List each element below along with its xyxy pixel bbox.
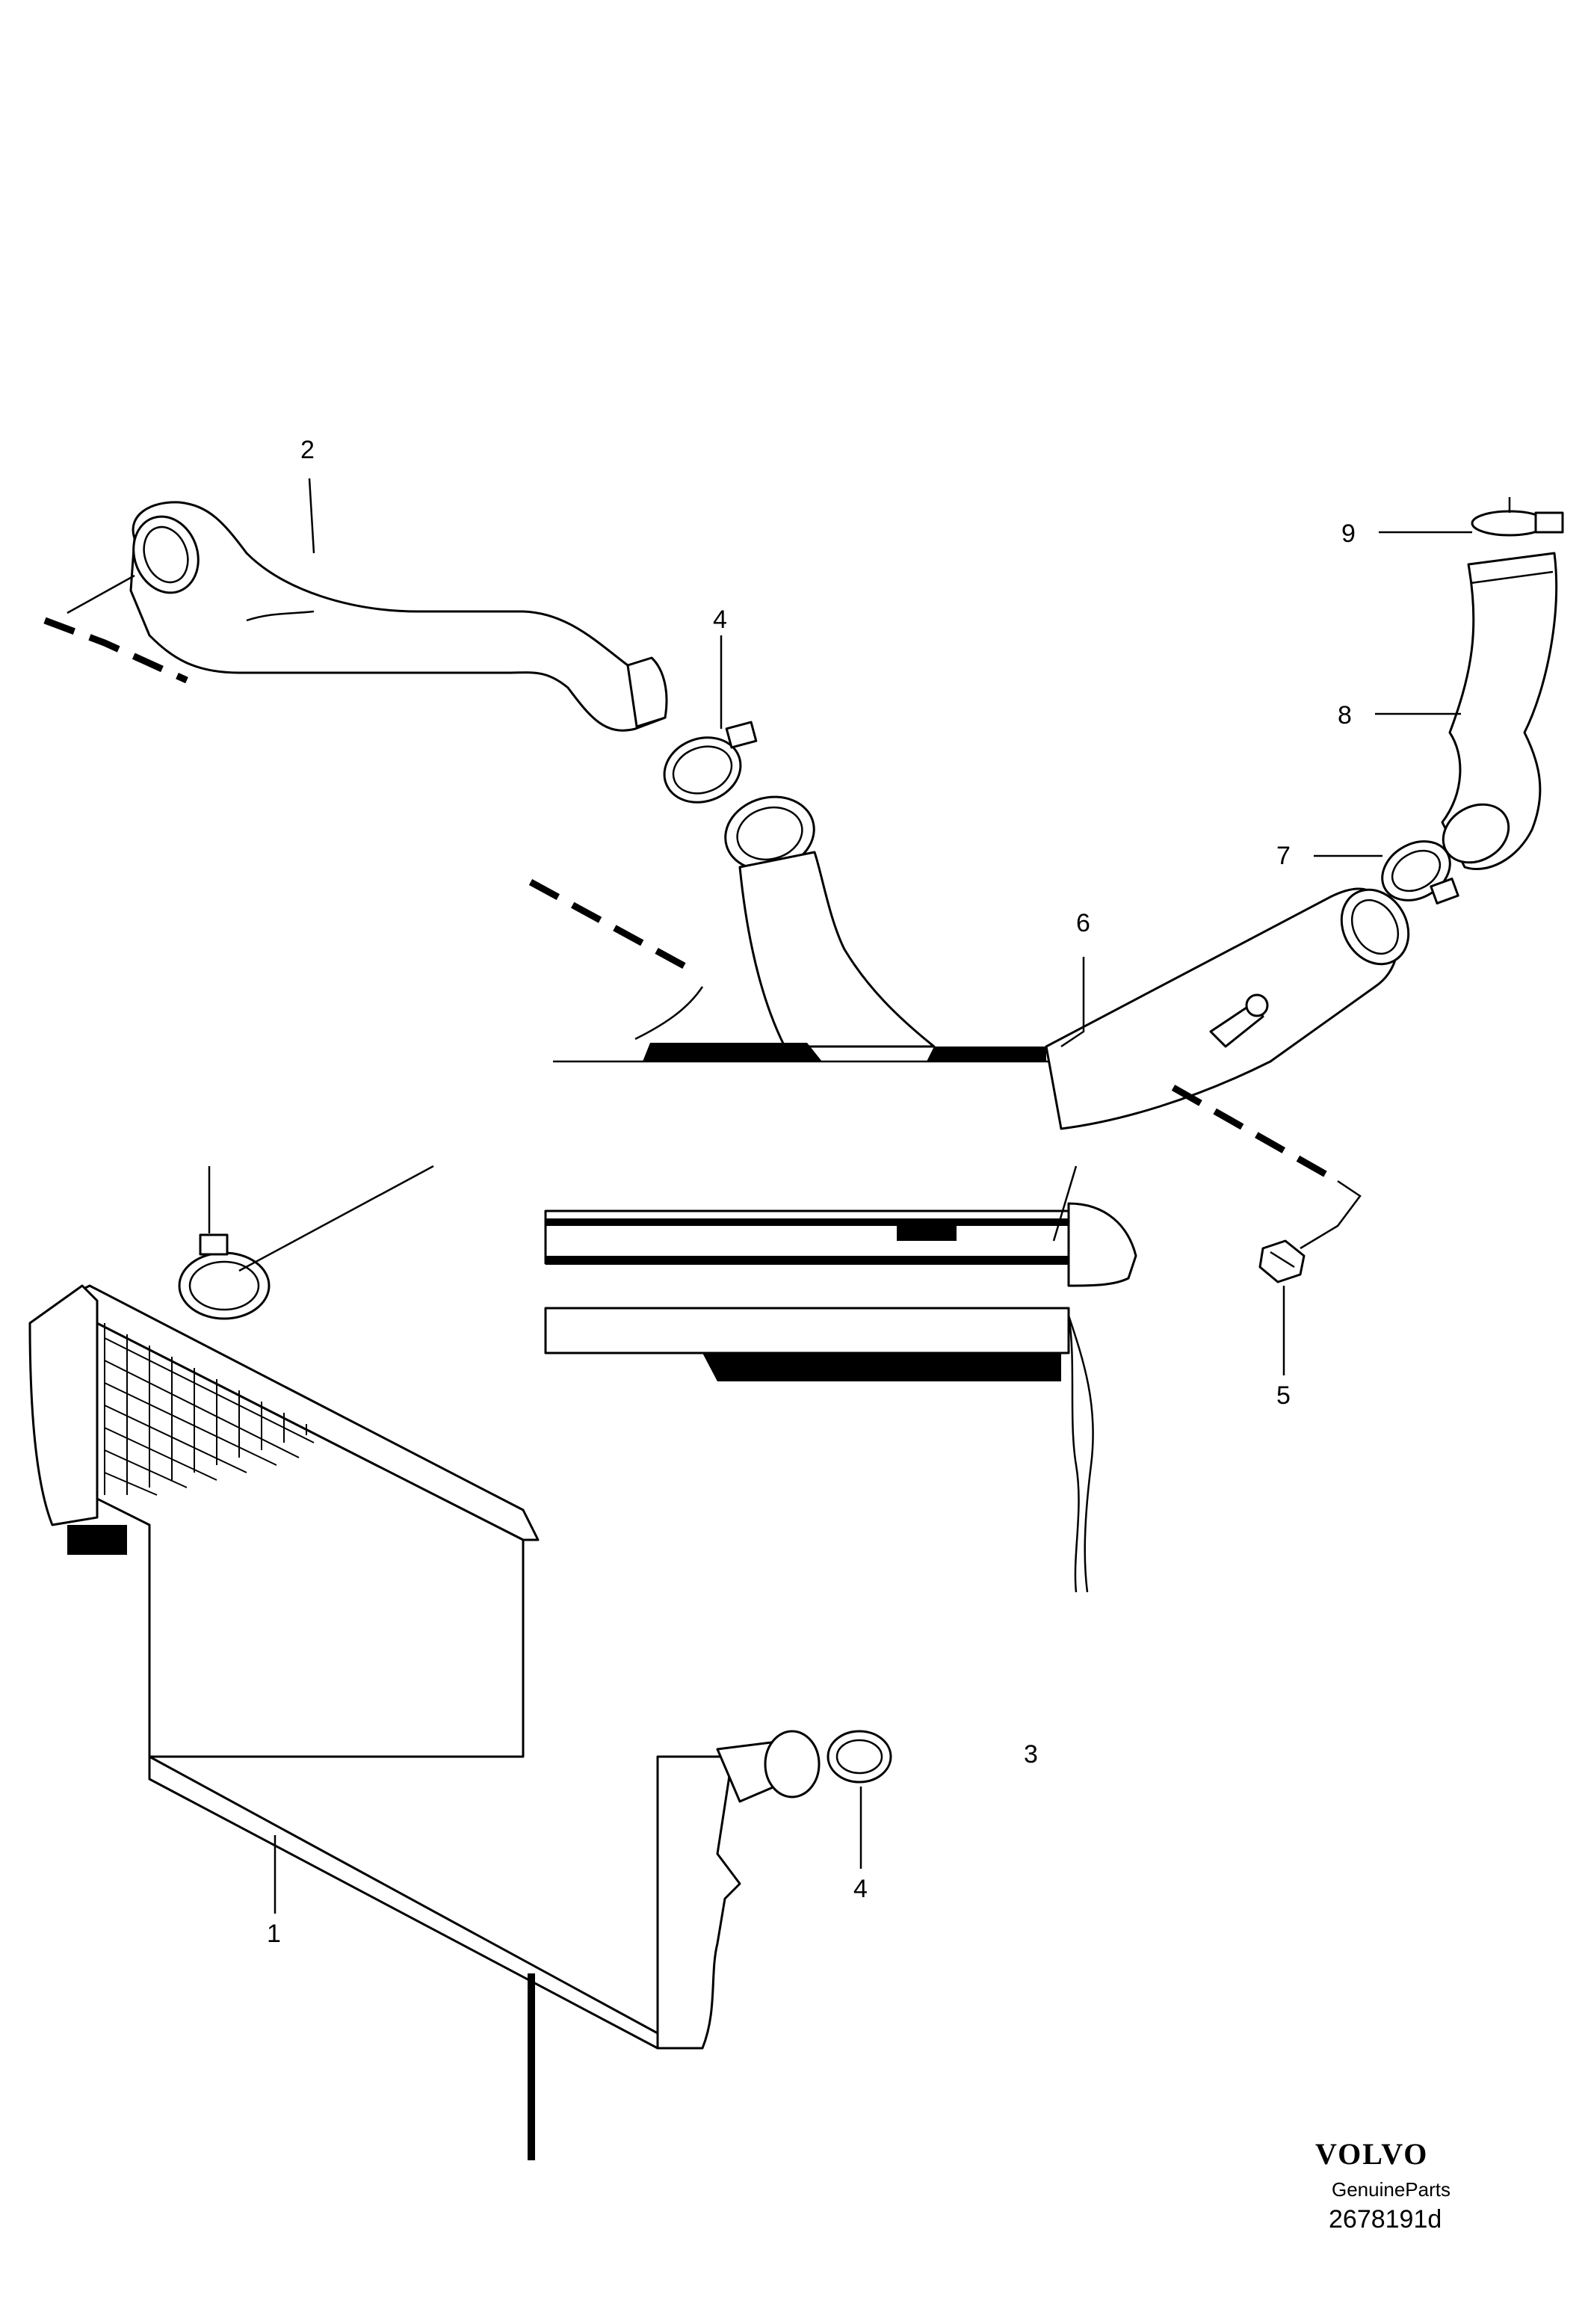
callout-6: 5 bbox=[1276, 1381, 1291, 1410]
leader-part-2-label bbox=[308, 478, 315, 554]
clamp-part-4-lower bbox=[716, 1730, 892, 1803]
callout-8: 8 bbox=[1338, 701, 1352, 730]
clamp-part-9 bbox=[1471, 497, 1564, 537]
callout-2: 2 bbox=[300, 436, 315, 464]
intercooler-pipe-part-3 bbox=[544, 1202, 1137, 1593]
position-line-part-3 bbox=[528, 879, 697, 975]
callout-9: 9 bbox=[1341, 520, 1356, 548]
leader-part-1-hose bbox=[238, 1165, 434, 1272]
pipe-part-3-upper bbox=[553, 795, 1061, 1063]
leader-part-2 bbox=[67, 574, 135, 614]
callout-4-upper: 4 bbox=[713, 605, 727, 634]
clamp-part-7 bbox=[1381, 840, 1459, 904]
clamp-part-4-upper bbox=[663, 721, 758, 804]
hose-part-8 bbox=[1441, 552, 1558, 871]
position-line-part-6 bbox=[1171, 1085, 1340, 1184]
diagram-code: 2678191d bbox=[1329, 2205, 1442, 2234]
clamp-part-1 bbox=[178, 1233, 271, 1320]
callout-5: 6 bbox=[1076, 909, 1090, 937]
callout-1: 1 bbox=[267, 1920, 281, 1948]
leader-part-5-label bbox=[1060, 957, 1085, 1048]
leader-part-3-label bbox=[1052, 1165, 1078, 1242]
intercooler-core-grid bbox=[104, 1323, 315, 1496]
leader-part-6-bolt bbox=[1300, 1180, 1362, 1250]
callout-3: 3 bbox=[1024, 1740, 1038, 1769]
intercooler-part-1 bbox=[28, 1284, 741, 2160]
callout-7: 7 bbox=[1276, 842, 1291, 870]
hose-part-2 bbox=[129, 501, 668, 732]
genuine-parts-label: GenuineParts bbox=[1332, 2178, 1450, 2201]
volvo-logo: VOLVO bbox=[1315, 2137, 1429, 2171]
bolt-part-6 bbox=[1258, 1239, 1306, 1283]
callout-4-lower: 4 bbox=[853, 1875, 868, 1903]
position-line-part-2 bbox=[43, 617, 188, 684]
pipe-part-5 bbox=[1045, 887, 1410, 1130]
